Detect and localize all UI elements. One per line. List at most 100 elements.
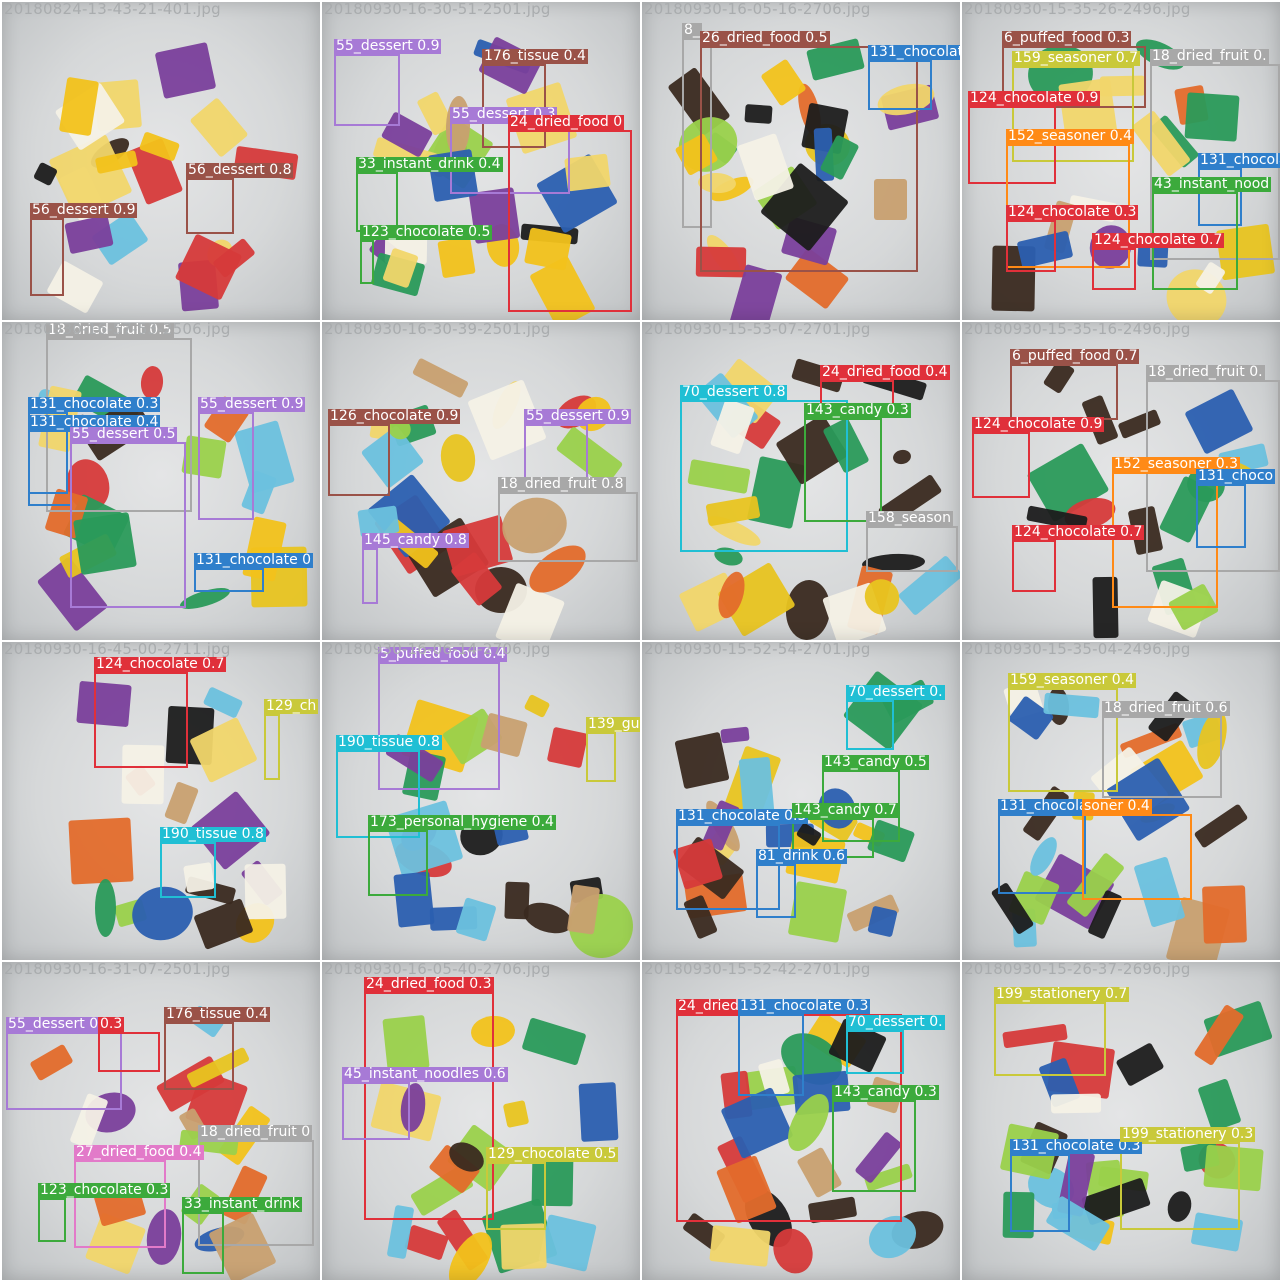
- detection-label: 24_dried: [676, 998, 741, 1014]
- detection-box: [360, 240, 374, 284]
- detection-box: [160, 842, 216, 898]
- product-item: [68, 817, 134, 885]
- detection-label: 143_candy 0.5: [822, 754, 929, 770]
- detection-box: [1092, 248, 1136, 290]
- detection-label: 24_dried_food 0.4: [820, 364, 950, 380]
- image-filename: 20180930-16-05-40-2706.jpg: [324, 962, 551, 978]
- detection-box: [586, 732, 616, 782]
- product-item: [538, 1214, 597, 1272]
- detection-label: 131_chocolate 0.3: [28, 396, 161, 412]
- detection-box: [194, 568, 264, 592]
- detection-box: [74, 1160, 166, 1248]
- detection-label: 159_seasoner 0.7: [1012, 50, 1141, 66]
- detection-box: [264, 714, 280, 780]
- detection-label: 152_seasoner 0.4: [1006, 128, 1135, 144]
- detection-box: [738, 1014, 804, 1096]
- image-filename: 20180930-16-57-53-2506.jpg: [4, 322, 231, 338]
- product-item: [1202, 885, 1247, 944]
- detection-box: [846, 1030, 904, 1074]
- detection-box: [1002, 46, 1146, 108]
- detection-label: 45_instant_noodles 0.6: [342, 1066, 508, 1082]
- image-filename: 20180930-15-35-26-2496.jpg: [964, 2, 1191, 18]
- detection-label: 43_instant_nood: [1152, 176, 1272, 192]
- detection-label: 129_chocolate 0.5: [486, 1146, 619, 1162]
- detection-box: [1006, 220, 1056, 272]
- detection-label: 124_chocolate 0.7: [1092, 232, 1225, 248]
- detection-label: 55_dessert 0.3: [6, 1016, 114, 1032]
- detection-label: 143_candy 0.7: [792, 802, 899, 818]
- detection-box: [342, 1082, 410, 1140]
- product-item: [437, 431, 479, 485]
- product-item: [874, 179, 907, 220]
- detection-box: [1010, 364, 1118, 420]
- detection-box: [1012, 66, 1134, 162]
- product-item: [502, 1099, 530, 1129]
- detection-label: 159_seasoner 0.4: [1008, 672, 1137, 688]
- detection-box: [70, 442, 186, 608]
- detection-label: 131_chocolate 0: [194, 552, 314, 568]
- product-item: [1115, 1042, 1165, 1087]
- detection-label: 131_chocolat: [868, 45, 960, 60]
- product-item: [411, 357, 470, 399]
- detection-label: 26_dried_food 0.5: [700, 30, 830, 46]
- detection-label: 152_seasoner 0.3: [1112, 456, 1241, 472]
- detection-label: 131_choco: [1196, 468, 1276, 484]
- detection-label: soner 0.4: [1082, 798, 1152, 814]
- detection-box: [328, 424, 390, 496]
- detection-label: 18_dried_fruit 0.5: [46, 322, 174, 338]
- detection-label: 124_chocolate 0.7: [94, 656, 227, 672]
- product-item: [674, 731, 730, 790]
- detection-label: 33_instant_drink: [182, 1196, 302, 1212]
- detection-label: 173_personal_hygiene 0.4: [368, 814, 556, 830]
- detection-label: 18_dried_fruit 0.: [1146, 364, 1265, 380]
- detection-box: [28, 430, 72, 506]
- image-filename: 20180930-15-35-16-2496.jpg: [964, 322, 1191, 338]
- image-filename: 20180930-16-05-16-2706.jpg: [644, 2, 871, 18]
- detection-box: [482, 64, 546, 148]
- image-filename: 20180930-16-30-51-2501.jpg: [324, 2, 551, 18]
- detection-box: [364, 992, 494, 1220]
- detection-box: [998, 814, 1086, 894]
- product-item: [546, 726, 589, 769]
- detection-box: [680, 400, 848, 552]
- detection-box: [38, 1198, 66, 1242]
- detection-box: [832, 1100, 916, 1192]
- detection-box: [356, 172, 398, 232]
- detection-box: [1010, 1154, 1070, 1232]
- detection-box: [1146, 380, 1280, 572]
- product-item: [720, 726, 750, 744]
- product-item: [891, 448, 913, 466]
- detection-box: [368, 830, 428, 896]
- detection-label: 176_tissue 0.4: [164, 1006, 270, 1022]
- detection-box: [336, 750, 420, 838]
- detection-label: 131_chocolate 0.4: [28, 414, 161, 430]
- detection-label: 55_dessert 0.9: [524, 408, 632, 424]
- image-filename: 20180824-13-43-21-401.jpg: [4, 2, 221, 18]
- detection-box: [508, 130, 632, 312]
- detection-label: 56_dessert 0.8: [186, 162, 294, 178]
- product-item: [163, 781, 200, 825]
- detection-label: 55_dessert 0.9: [334, 38, 442, 54]
- detection-box: [994, 1002, 1106, 1076]
- detection-label: 124_chocolate 0.7: [1012, 524, 1145, 540]
- detection-label: 81_drink 0.6: [756, 848, 848, 864]
- product-item: [1197, 1078, 1242, 1132]
- detection-label: 158_season: [866, 510, 953, 526]
- detection-label: 24_dried_food 0.3: [364, 976, 494, 992]
- detection-box: [486, 1162, 546, 1230]
- detection-box: [186, 178, 234, 234]
- product-item: [523, 693, 551, 719]
- detection-label: 55_dessert 0.5: [70, 426, 178, 442]
- detection-box: [1196, 484, 1246, 548]
- product-item: [500, 1223, 547, 1270]
- detection-box: [1012, 540, 1056, 592]
